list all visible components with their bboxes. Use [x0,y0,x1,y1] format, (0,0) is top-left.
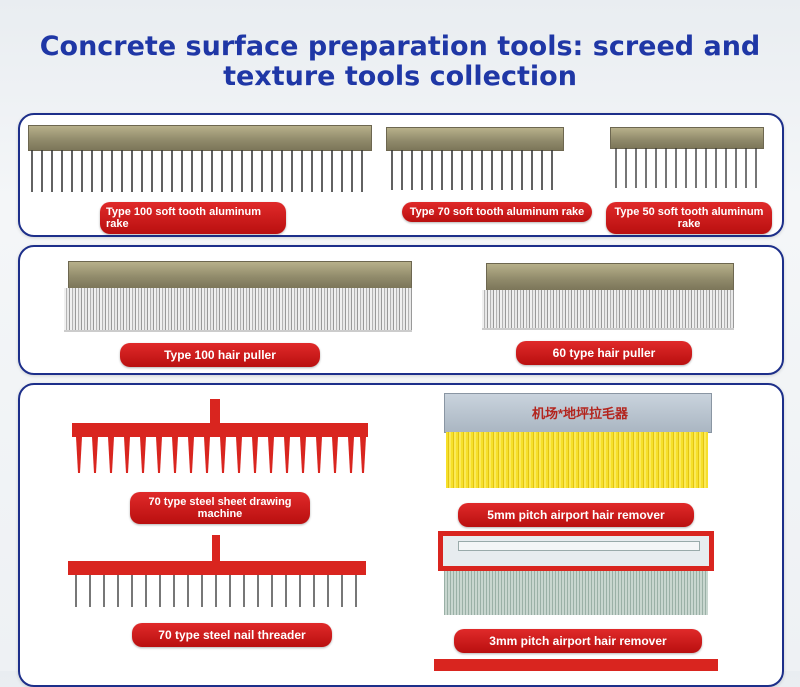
type-100-hair-puller-label: Type 100 hair puller [120,343,320,367]
steel-sheet-drawing-machine-image [72,399,368,473]
rake-teeth-graphic [31,150,363,192]
hair-puller-panel: Type 100 hair puller 60 type hair puller [18,245,784,375]
page-title-line1: Concrete surface preparation tools: scre… [39,31,761,62]
steel-nail-threader-label: 70 type steel nail threader [132,623,332,647]
type-70-aluminum-rake-label: Type 70 soft tooth aluminum rake [402,202,592,222]
type-60-hair-puller-label: 60 type hair puller [516,341,692,365]
3mm-airport-hair-remover-label: 3mm pitch airport hair remover [454,629,702,653]
rake-teeth-graphic [615,148,757,188]
rake-teeth-graphic [391,150,553,190]
aluminum-rake-panel: Type 100 soft tooth aluminum rake Type 7… [18,113,784,237]
bristles-graphic [482,290,734,330]
page-title: Concrete surface preparation tools: scre… [0,32,800,92]
5mm-airport-hair-remover-label: 5mm pitch airport hair remover [458,503,694,527]
yellow-bristles-graphic [446,432,708,488]
bristles-graphic [64,288,412,332]
type-100-aluminum-rake-label: Type 100 soft tooth aluminum rake [100,202,286,234]
steel-sheet-drawing-machine-label: 70 type steel sheet drawing machine [130,492,310,524]
partial-tool-image [434,659,718,671]
steel-nail-threader-image [68,535,366,607]
page-title-line2: texture tools collection [223,61,577,92]
steel-bristles-graphic [444,571,708,615]
type-50-aluminum-rake-label: Type 50 soft tooth aluminum rake [606,202,772,234]
stamp-text: 机场*地坪拉毛器 [531,406,629,421]
steel-tools-panel: 70 type steel sheet drawing machine 机场*地… [18,383,784,687]
